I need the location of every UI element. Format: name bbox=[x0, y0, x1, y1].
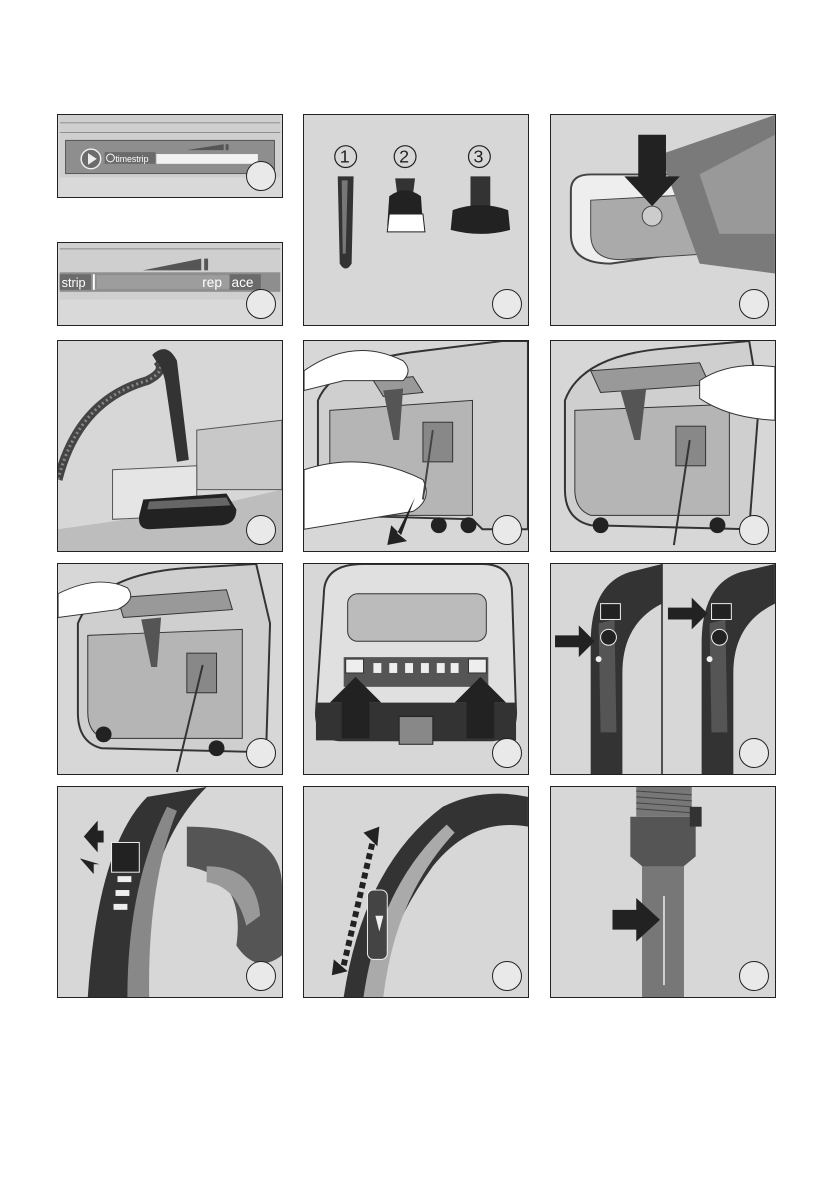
minus-button-icon bbox=[346, 659, 364, 673]
step-number-circle bbox=[492, 515, 522, 545]
step-number-circle bbox=[246, 738, 276, 768]
strip-label: strip bbox=[62, 276, 86, 290]
step-number-circle bbox=[246, 161, 276, 191]
figure-accessories: 1 2 3 bbox=[303, 114, 529, 326]
figure-on-off-pedal bbox=[57, 563, 283, 775]
step-number-circle bbox=[492, 738, 522, 768]
vacuum-floorhead-drawing bbox=[58, 341, 282, 551]
step-number-circle bbox=[246, 515, 276, 545]
step-number-circle bbox=[739, 961, 769, 991]
figure-replace-display: strip rep ace bbox=[57, 242, 283, 326]
figure-vacuum-floorhead bbox=[57, 340, 283, 552]
figure-timestrip-display: timestrip bbox=[57, 114, 283, 198]
rewind-pedal-drawing bbox=[551, 341, 775, 551]
on-off-pedal-drawing bbox=[58, 564, 282, 774]
suction-buttons-drawing bbox=[304, 564, 528, 774]
step-number-circle bbox=[492, 289, 522, 319]
handle-buttons-drawing bbox=[551, 564, 775, 774]
step-number-circle bbox=[739, 515, 769, 545]
step-number-circle bbox=[246, 289, 276, 319]
replace-label-part2: ace bbox=[232, 275, 254, 290]
figure-handle-buttons bbox=[550, 563, 776, 775]
handle-slider-drawing bbox=[58, 787, 282, 997]
figure-handle-slider bbox=[57, 786, 283, 998]
figure-rewind-pedal bbox=[550, 340, 776, 552]
pull-cable-drawing bbox=[304, 341, 528, 551]
step-number-circle bbox=[246, 961, 276, 991]
upholstery-nozzle-icon bbox=[470, 176, 490, 206]
step-number-circle bbox=[492, 961, 522, 991]
figure-pull-cable bbox=[303, 340, 529, 552]
curved-handle-drawing bbox=[304, 787, 528, 997]
tool-number-3: 3 bbox=[473, 147, 483, 167]
figure-telescopic-tube bbox=[550, 786, 776, 998]
timestrip-label: timestrip bbox=[115, 154, 148, 164]
tool-number-1: 1 bbox=[340, 147, 350, 167]
step-number-circle bbox=[739, 738, 769, 768]
figure-press-release bbox=[550, 114, 776, 326]
replace-label-part1: rep bbox=[202, 275, 222, 290]
plus-button-icon bbox=[469, 659, 487, 673]
telescopic-tube-drawing bbox=[551, 787, 775, 997]
accessories-drawing: 1 2 3 bbox=[304, 115, 528, 325]
step-number-circle bbox=[739, 289, 769, 319]
figure-suction-buttons bbox=[303, 563, 529, 775]
tool-number-2: 2 bbox=[399, 147, 409, 167]
figure-curved-handle bbox=[303, 786, 529, 998]
press-release-drawing bbox=[551, 115, 775, 325]
